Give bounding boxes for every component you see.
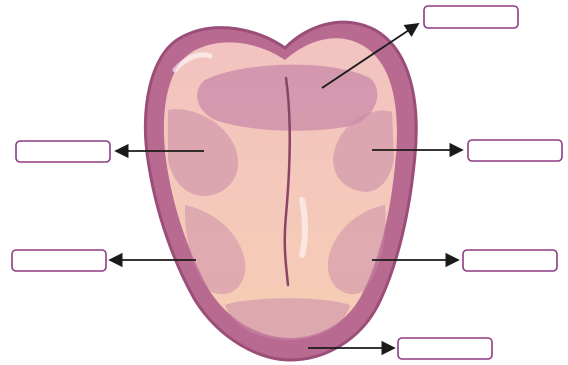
label-box-top-right[interactable] [424, 6, 518, 28]
label-box-right-upper[interactable] [468, 140, 562, 161]
label-box-left-upper[interactable] [16, 141, 110, 162]
label-box-bottom[interactable] [398, 338, 492, 359]
label-box-right-lower[interactable] [463, 250, 557, 271]
label-box-left-lower[interactable] [12, 250, 106, 271]
highlight-center [302, 200, 305, 255]
